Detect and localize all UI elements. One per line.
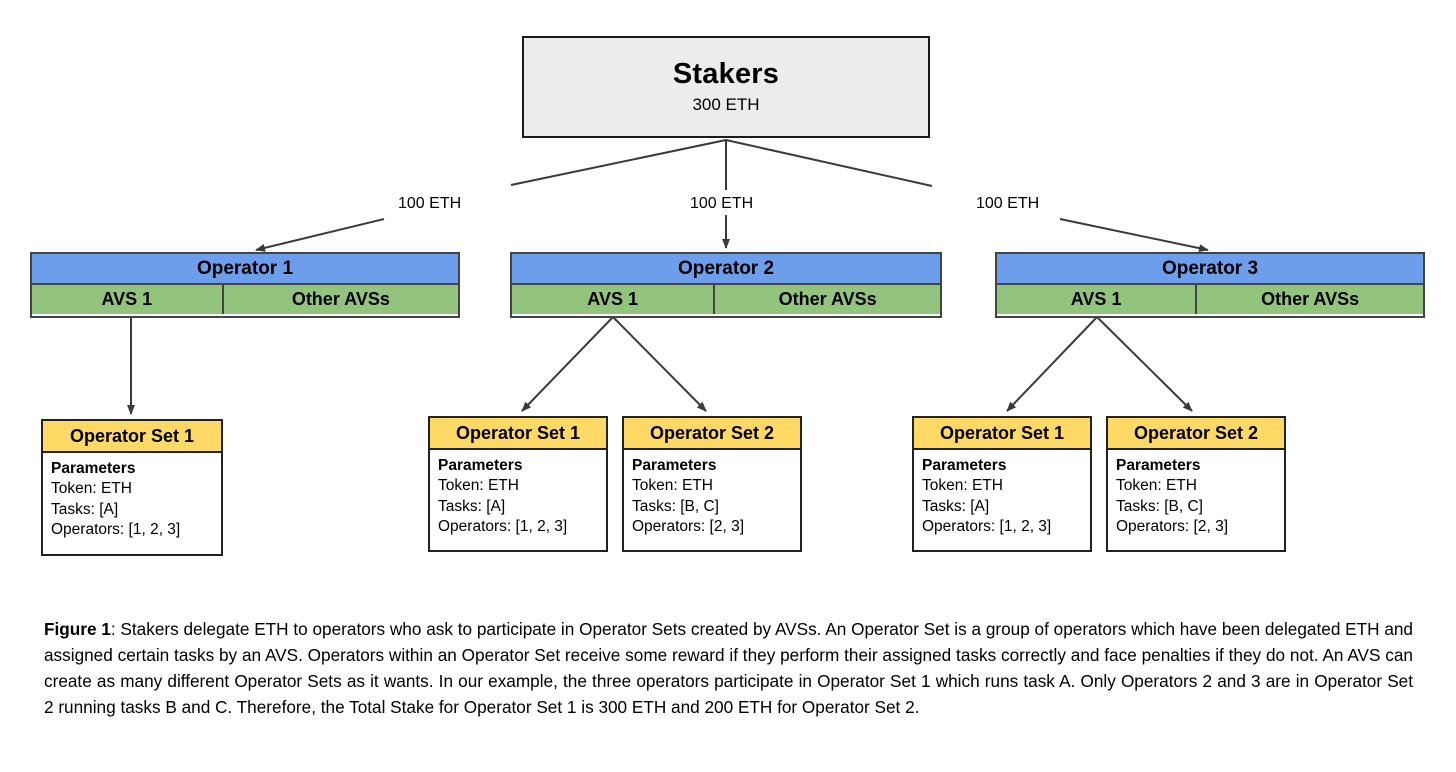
- delegation-label-operator-3: 100 ETH: [976, 195, 1040, 212]
- delegation-label-operator-1: 100 ETH: [398, 195, 462, 212]
- arrow-stakers-to-operator-3: [725, 139, 1209, 253]
- operator-2-avs-row: AVS 1 Other AVSs: [512, 285, 940, 314]
- operator-set-card-1-body: Parameters Token: ETH Tasks: [A] Operato…: [43, 453, 221, 548]
- arrow-operator-2-avs-to-opset-2: [612, 316, 707, 412]
- operator-set-card-4-token: Token: ETH: [922, 477, 1003, 495]
- operator-set-card-2-tasks: Tasks: [A]: [438, 497, 506, 515]
- operator-set-card-2-body: Parameters Token: ETH Tasks: [A] Operato…: [430, 450, 606, 545]
- diagram-arrow-layer: [127, 139, 1209, 415]
- operator-set-card-5-operators: Operators: [2, 3]: [1116, 518, 1228, 536]
- figure-caption-label: Figure 1: [44, 619, 111, 639]
- operator-set-card-3-body: Parameters Token: ETH Tasks: [B, C] Oper…: [624, 450, 800, 545]
- operator-set-card-2[interactable]: Operator Set 1 Parameters Token: ETH Tas…: [428, 416, 608, 552]
- operator-3-avs-1-cell[interactable]: AVS 1: [997, 285, 1198, 314]
- operator-1-avs-1-cell[interactable]: AVS 1: [32, 285, 224, 314]
- operator-set-card-4-params-title: Parameters: [922, 457, 1007, 474]
- operator-set-card-4[interactable]: Operator Set 1 Parameters Token: ETH Tas…: [912, 416, 1092, 552]
- arrow-operator-3-avs-to-opset-2: [1096, 316, 1193, 412]
- operator-set-card-3-token: Token: ETH: [632, 477, 713, 495]
- operator-set-card-3-params-title: Parameters: [632, 457, 717, 474]
- operator-2-other-avs-cell[interactable]: Other AVSs: [715, 285, 940, 314]
- operator-set-card-5-title: Operator Set 2: [1108, 418, 1284, 450]
- operator-block-3[interactable]: Operator 3 AVS 1 Other AVSs: [995, 252, 1425, 318]
- arrow-operator-3-avs-to-opset-1: [1006, 316, 1098, 412]
- operator-set-card-5[interactable]: Operator Set 2 Parameters Token: ETH Tas…: [1106, 416, 1286, 552]
- operator-1-avs-row: AVS 1 Other AVSs: [32, 285, 458, 314]
- operator-set-card-2-title: Operator Set 1: [430, 418, 606, 450]
- operator-set-card-1[interactable]: Operator Set 1 Parameters Token: ETH Tas…: [41, 419, 223, 556]
- stakers-title: Stakers: [672, 58, 780, 91]
- operator-2-header: Operator 2: [512, 254, 940, 285]
- figure-caption-text: : Stakers delegate ETH to operators who …: [44, 619, 1413, 718]
- operator-block-2[interactable]: Operator 2 AVS 1 Other AVSs: [510, 252, 942, 318]
- operator-set-card-4-tasks: Tasks: [A]: [922, 497, 990, 515]
- operator-set-card-3-title: Operator Set 2: [624, 418, 800, 450]
- operator-set-card-2-token: Token: ETH: [438, 477, 519, 495]
- operator-set-card-4-title: Operator Set 1: [914, 418, 1090, 450]
- operator-set-card-1-token: Token: ETH: [51, 480, 132, 498]
- operator-set-card-2-operators: Operators: [1, 2, 3]: [438, 518, 568, 536]
- operator-set-card-1-title: Operator Set 1: [43, 421, 221, 453]
- delegation-label-operator-2: 100 ETH: [690, 195, 754, 212]
- operator-1-header: Operator 1: [32, 254, 458, 285]
- operator-set-card-3-tasks: Tasks: [B, C]: [632, 497, 719, 515]
- operator-set-card-2-params-title: Parameters: [438, 457, 523, 474]
- operator-3-other-avs-cell[interactable]: Other AVSs: [1197, 285, 1423, 314]
- operator-3-header: Operator 3: [997, 254, 1423, 285]
- operator-set-card-4-body: Parameters Token: ETH Tasks: [A] Operato…: [914, 450, 1090, 545]
- operator-2-avs-1-cell[interactable]: AVS 1: [512, 285, 716, 314]
- operator-block-1[interactable]: Operator 1 AVS 1 Other AVSs: [30, 252, 460, 318]
- operator-set-card-4-operators: Operators: [1, 2, 3]: [922, 518, 1052, 536]
- arrow-operator-2-avs-to-opset-1: [521, 316, 614, 412]
- operator-3-avs-row: AVS 1 Other AVSs: [997, 285, 1423, 314]
- operator-set-card-5-tasks: Tasks: [B, C]: [1116, 497, 1203, 515]
- stakers-amount: 300 ETH: [692, 94, 760, 114]
- operator-set-card-1-params-title: Parameters: [51, 460, 136, 477]
- arrow-stakers-to-operator-1: [255, 139, 727, 252]
- operator-set-card-5-token: Token: ETH: [1116, 477, 1197, 495]
- operator-set-card-1-tasks: Tasks: [A]: [51, 500, 119, 518]
- operator-set-card-5-params-title: Parameters: [1116, 457, 1201, 474]
- stakers-node: Stakers 300 ETH: [522, 36, 930, 138]
- operator-set-card-3[interactable]: Operator Set 2 Parameters Token: ETH Tas…: [622, 416, 802, 552]
- operator-1-other-avs-cell[interactable]: Other AVSs: [223, 285, 458, 314]
- operator-set-card-5-body: Parameters Token: ETH Tasks: [B, C] Oper…: [1108, 450, 1284, 545]
- operator-set-card-3-operators: Operators: [2, 3]: [632, 518, 744, 536]
- figure-caption: Figure 1: Stakers delegate ETH to operat…: [44, 616, 1413, 721]
- operator-set-card-1-operators: Operators: [1, 2, 3]: [51, 521, 181, 539]
